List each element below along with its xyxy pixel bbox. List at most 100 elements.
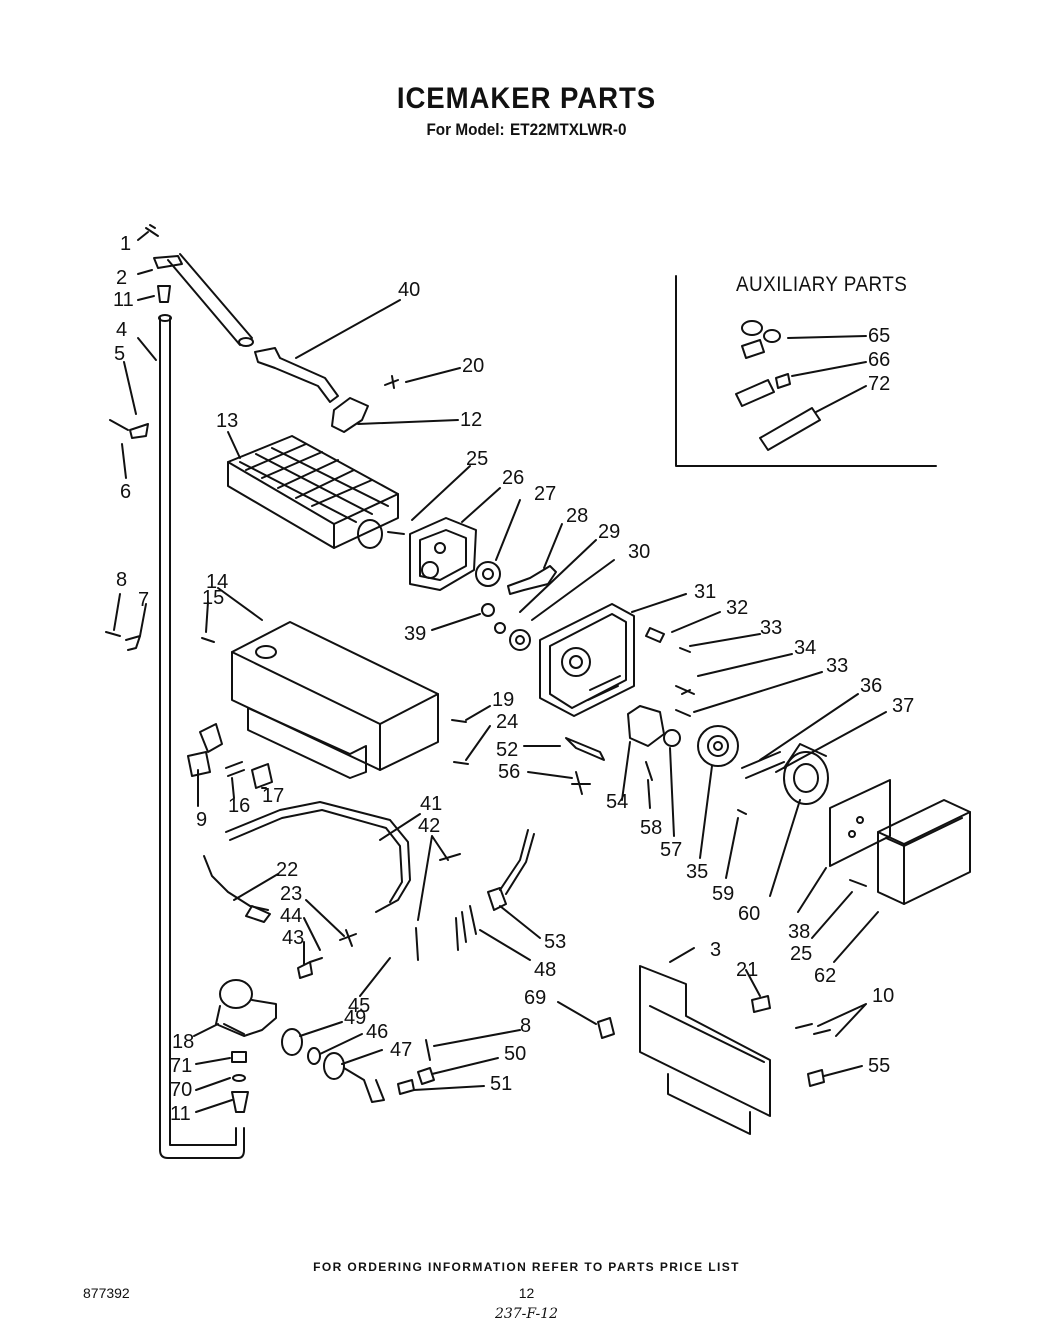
callout-40: 40 [398,279,420,301]
callout-44: 44 [280,905,302,927]
callout-2: 2 [116,267,127,289]
page-title: ICEMAKER PARTS [396,82,657,115]
gear-39 [481,603,495,617]
mounting-plate-26 [409,517,477,591]
callout-51: 51 [490,1073,512,1095]
aux-part-65 [741,320,763,336]
callout-52: 52 [496,739,518,761]
nut-49 [281,1028,303,1056]
connector-48 [455,905,477,951]
callout-38: 38 [788,921,810,943]
callout-13: 13 [216,410,238,432]
aux-part-66 [735,379,775,407]
callout-26: 26 [502,467,524,489]
callout-43: 43 [282,927,304,949]
cam-28 [507,565,557,595]
callout-36: 36 [860,675,882,697]
callout-49: 49 [344,1007,366,1029]
callout-47: 47 [390,1039,412,1061]
gear-27 [475,561,501,587]
callout-18: 18 [172,1031,194,1053]
clamp-2 [153,255,183,269]
thermostat-54 [627,705,665,747]
handwritten-code: 237-F-12 [494,1306,559,1322]
callout-16: 16 [228,795,250,817]
callout-6: 6 [120,481,131,503]
motor-60 [783,743,829,805]
callout-17: 17 [262,785,284,807]
callout-29: 29 [598,521,620,543]
callout-25: 25 [466,448,488,470]
callout-20: 20 [462,355,484,377]
fill-cup-40 [254,347,339,403]
callout-12: 12 [460,409,482,431]
lever-52 [565,737,605,761]
callout-34: 34 [794,637,816,659]
callout-42: 42 [418,815,440,837]
callout-35: 35 [686,861,708,883]
callout-24: 24 [496,711,518,733]
bracket-3 [639,965,771,1135]
fill-cup-arm [167,253,253,346]
callout-59: 59 [712,883,734,905]
callout-58: 58 [640,817,662,839]
callout-22: 22 [276,859,298,881]
cover-62 [877,799,971,905]
callout-39: 39 [404,623,426,645]
gear-29 [494,622,506,634]
callout-62: 62 [814,965,836,987]
fill-tube [159,317,245,1159]
harness-22 [203,855,269,911]
callout-53: 53 [544,931,566,953]
spacer-17 [251,763,273,789]
grommet-11 [157,285,171,303]
callout-66: 66 [868,349,890,371]
gear-57 [663,729,681,747]
callout-10: 10 [872,985,894,1007]
motor-housing-31 [539,603,635,717]
callout-60: 60 [738,903,760,925]
callout-69: 69 [524,987,546,1009]
callout-33: 33 [826,655,848,677]
callout-11: 11 [170,1103,191,1125]
screw-1 [145,224,159,237]
callout-25: 25 [790,943,812,965]
callout-9: 9 [196,809,207,831]
document-number: 877392 [83,1285,130,1301]
callout-70: 70 [170,1079,192,1101]
callout-4: 4 [116,319,127,341]
callout-54: 54 [606,791,628,813]
switch-9 [187,751,211,777]
callout-30: 30 [628,541,650,563]
callout-21: 21 [736,959,758,981]
callout-15: 15 [202,587,224,609]
callout-55: 55 [868,1055,890,1077]
callout-48: 48 [534,959,556,981]
ice-stripper-14 [231,621,439,779]
callout-7: 7 [138,589,149,611]
callout-45: 45 [348,995,370,1017]
callout-27: 27 [534,483,556,505]
callout-65: 65 [868,325,890,347]
ordering-note: FOR ORDERING INFORMATION REFER TO PARTS … [313,1260,740,1274]
model-label: For Model: [426,120,505,139]
callout-41: 41 [420,793,442,815]
callout-23: 23 [280,883,302,905]
page-number: 12 [518,1285,535,1301]
gear-30 [509,629,531,651]
drive-gear-35 [697,725,739,767]
plate-38 [829,779,891,867]
model-line: For Model:ET22MTXLWR-0 [53,120,1001,140]
water-valve-18 [215,979,277,1037]
callout-8: 8 [520,1015,531,1037]
callout-32: 32 [726,597,748,619]
callout-46: 46 [366,1021,388,1043]
callout-19: 19 [492,689,514,711]
callout-8: 8 [116,569,127,591]
callout-5: 5 [114,343,125,365]
callout-14: 14 [206,571,228,593]
callout-28: 28 [566,505,588,527]
auxiliary-parts-title: AUXILIARY PARTS [736,273,908,296]
callout-57: 57 [660,839,682,861]
